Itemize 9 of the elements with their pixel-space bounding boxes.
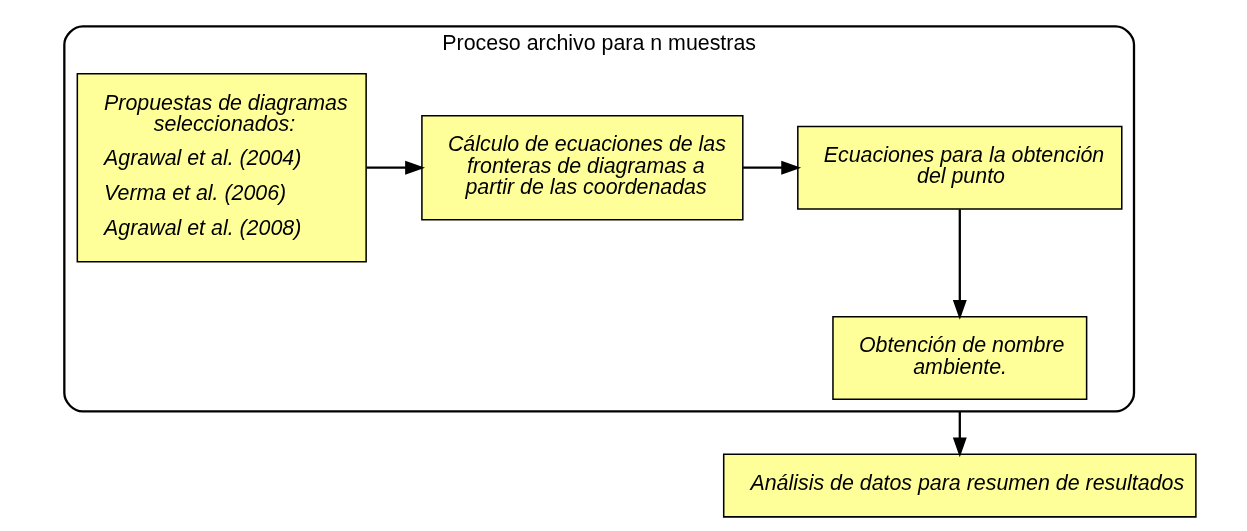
node-box: Cálculo de ecuaciones de las fronteras de diagramas a partir de las coordenadas <box>420 115 744 221</box>
node-box: Ecuaciones para la obtención del punto <box>796 125 1123 210</box>
node-box: Análisis de datos para resumen de resultados <box>722 453 1197 518</box>
arrow <box>952 411 967 458</box>
node-box: Obtención de nombre ambiente. <box>831 315 1087 400</box>
arrow <box>952 209 967 320</box>
node-box: Propuestas de diagramas seleccionados: Agrawal et al. (2004) Verma et al. (2006) Agrawal et al. (2008) <box>76 72 367 263</box>
arrow <box>742 160 801 175</box>
arrow <box>366 160 425 175</box>
